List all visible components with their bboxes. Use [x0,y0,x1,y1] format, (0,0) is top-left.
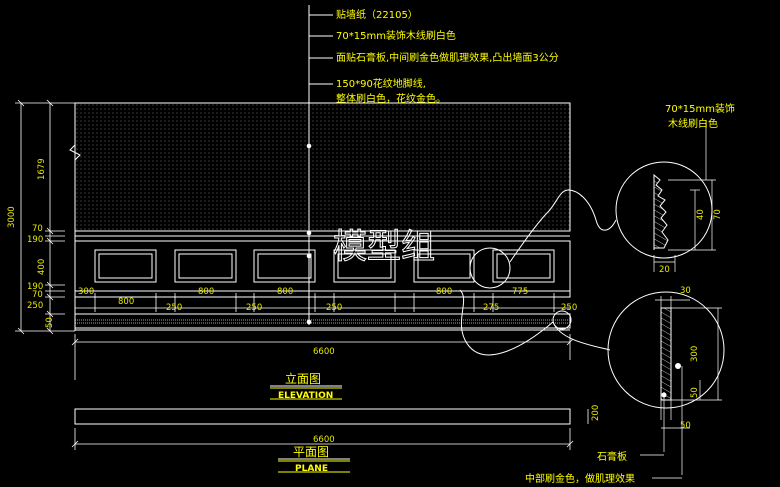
panel [174,249,237,283]
annotation-trim: 70*15mm装饰木线刷白色 [336,29,456,42]
panel [492,249,555,283]
panel [333,249,396,283]
wallpaper-area [74,102,571,232]
detail-marker [661,392,667,398]
title-underlines [270,385,350,473]
detail-callout-2 [459,289,725,479]
plan-total-dim: 6600 [313,435,335,445]
left-dim-70b: 70 [32,290,43,300]
detail1-note-1: 70*15mm装饰 [665,102,735,115]
skirting-band [74,313,571,329]
elevation-total-dim: 6600 [313,347,335,357]
total-dimension [71,334,574,380]
annotation-wallpaper: 贴墙纸（22105） [336,8,418,21]
lower-dim-275: 275 [483,303,499,313]
top-dim-800b: 800 [198,287,214,297]
left-dim-190b: 190 [27,282,43,292]
annotation-skirting-1: 150*90花纹地脚线, [336,77,426,90]
left-dimensions [15,99,75,335]
detail1-dim-70: 70 [713,209,723,220]
left-dim-400: 400 [37,259,47,275]
panel [253,249,316,283]
lower-dim-250c: 250 [326,303,342,313]
panel-dimensions [75,293,570,312]
plan-drawing [71,408,589,450]
detail2-dim-50b: 50 [680,421,691,431]
left-dim-50: 50 [45,317,55,328]
detail-callout-1 [469,120,716,289]
panel [94,249,157,283]
detail2-note-2: 中部刷金色，做肌理效果 [525,472,635,485]
detail1-dim-40: 40 [696,209,706,220]
left-dim-70a: 70 [32,224,43,234]
lower-dim-250b: 250 [246,303,262,313]
left-dim-1679: 1679 [37,158,47,180]
left-dim-190a: 190 [27,235,43,245]
detail2-dim-30: 30 [680,286,691,296]
detail1-note-2: 木线刷白色 [668,117,718,130]
wall-panels [94,249,555,283]
detail-marker [675,363,681,369]
detail2-dim-50a: 50 [690,387,700,398]
top-dim-775: 775 [512,287,528,297]
overall-height-dim: 3000 [7,206,17,228]
lower-dim-250d: 250 [561,303,577,313]
top-dim-300: 300 [78,287,94,297]
elevation-title: 立面图 [285,371,321,386]
detail2-note-1: 石膏板 [597,450,627,463]
plan-title: 平面图 [293,445,329,459]
annotation-gypsum: 面贴石膏板,中间刷金色做肌理效果,凸出墙面3公分 [336,51,559,64]
plan-wall [74,408,571,425]
annotation-skirting-2: 整体刷白色，花纹金色。 [336,92,446,105]
watermark: 模型组 [333,227,435,267]
detail1-dim-20: 20 [659,265,670,275]
detail2-dim-300: 300 [690,346,700,362]
panel [413,249,475,283]
leader-lines [306,5,333,325]
top-dim-800d: 800 [436,287,452,297]
plan-subtitle: PLANE [295,464,328,474]
left-dim-250: 250 [27,301,43,311]
wainscot-area [74,240,571,298]
top-dim-800c: 800 [277,287,293,297]
plan-depth-dim: 200 [591,405,601,421]
top-dim-800a: 800 [118,297,134,307]
lower-dim-250a: 250 [166,303,182,313]
elevation-subtitle: ELEVATION [278,391,333,401]
